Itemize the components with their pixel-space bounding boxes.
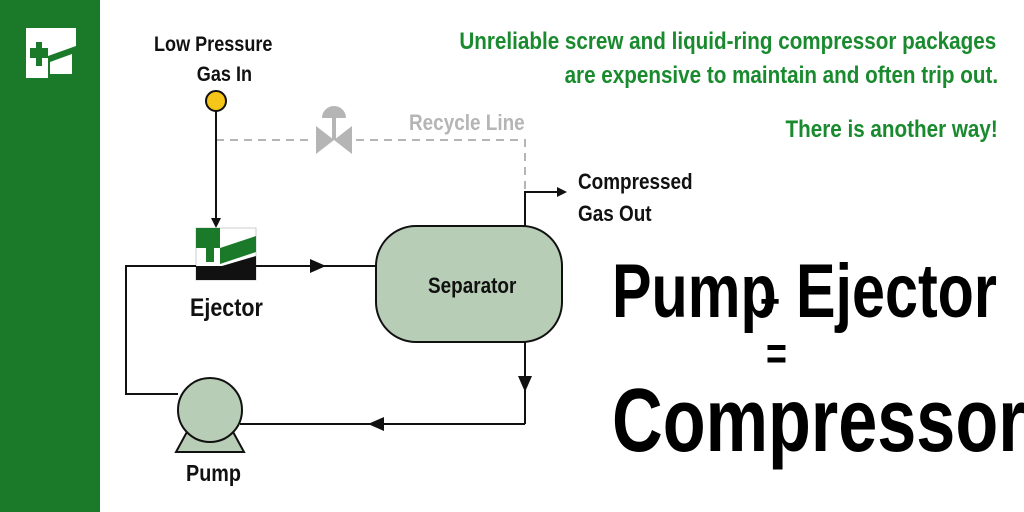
equation-result: Compressor xyxy=(612,371,1024,471)
tagline-line1: Unreliable screw and liquid-ring compres… xyxy=(459,28,996,55)
pump-discharge-line xyxy=(125,265,196,395)
brand-sidebar xyxy=(0,0,100,512)
equation-equals: = xyxy=(766,327,787,379)
gas-in-label: Low Pressure Gas In xyxy=(154,30,272,90)
pump-icon xyxy=(174,377,246,453)
pump-label: Pump xyxy=(186,460,241,486)
tagline-line3: There is another way! xyxy=(785,116,998,143)
recycle-line xyxy=(216,139,526,226)
separator-label: Separator xyxy=(428,273,517,298)
gas-out-label-line2: Gas Out xyxy=(578,201,652,226)
recycle-valve-icon xyxy=(316,106,352,154)
gas-out-label-line1: Compressed xyxy=(578,169,693,194)
gas-inlet-icon xyxy=(205,90,227,112)
equation-plus: + xyxy=(760,277,781,326)
flow-arrow-icon xyxy=(518,376,532,392)
company-logo-icon xyxy=(26,28,76,78)
equation-left: Pump xyxy=(612,249,777,334)
gas-out-label: Compressed Gas Out xyxy=(578,166,693,230)
tagline-line2: are expensive to maintain and often trip… xyxy=(564,62,998,89)
equation-right: Ejector xyxy=(796,249,997,334)
flow-arrow-icon xyxy=(310,259,326,273)
recycle-line-label: Recycle Line xyxy=(409,110,525,135)
ejector-icon xyxy=(195,227,257,281)
gas-in-label-line1: Low Pressure xyxy=(154,33,273,56)
flow-arrow-icon xyxy=(368,417,384,431)
ejector-label: Ejector xyxy=(190,294,263,322)
gas-in-label-line2: Gas In xyxy=(196,63,253,86)
separator-vessel xyxy=(375,225,563,343)
gas-outlet-line xyxy=(524,187,567,226)
